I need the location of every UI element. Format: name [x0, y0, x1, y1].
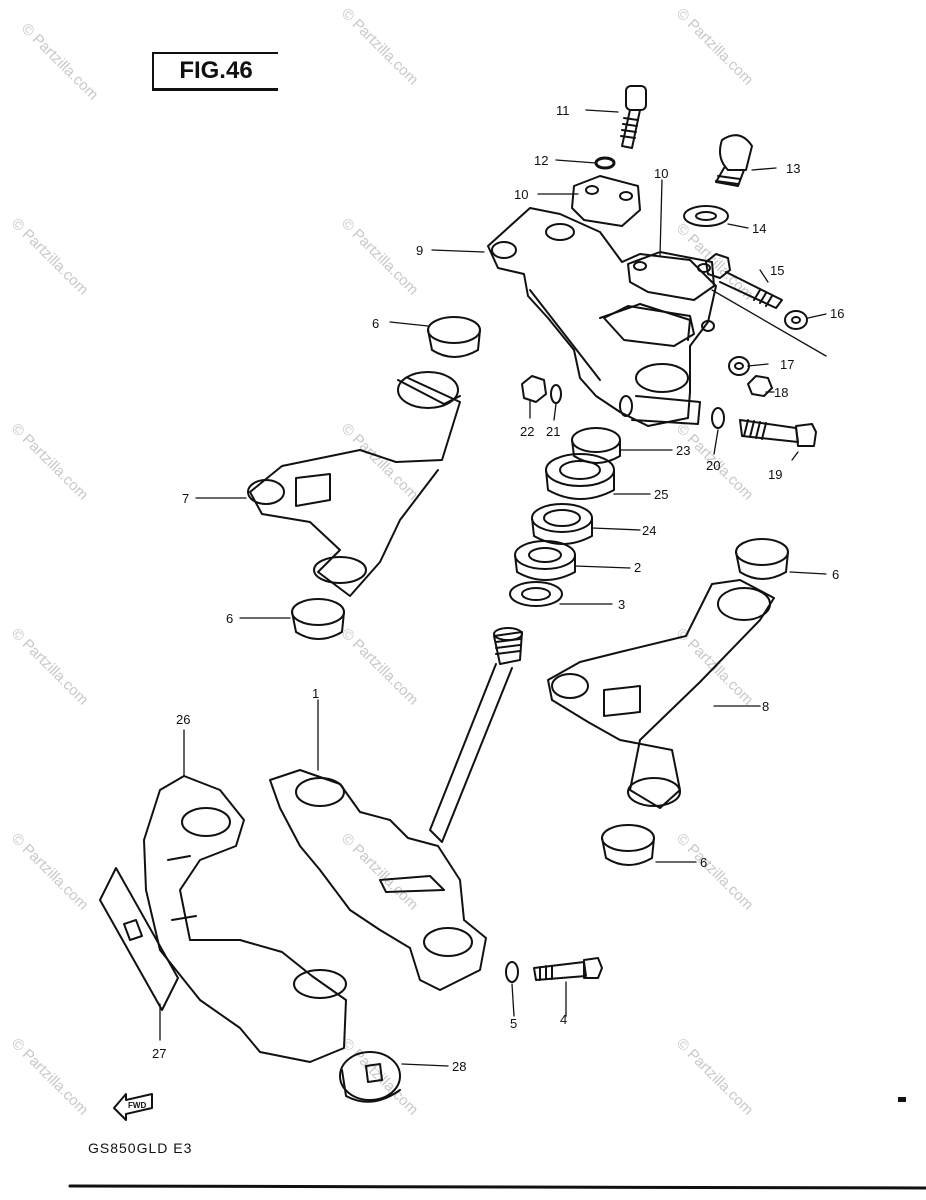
fwd-label: FWD: [128, 1101, 146, 1110]
part-20-washer: [711, 407, 725, 429]
callout-23: 23: [676, 443, 690, 458]
callout-6: 6: [700, 855, 707, 870]
part-4-bolt: [533, 957, 603, 981]
part-17-washer: [728, 356, 750, 376]
callout-6: 6: [226, 611, 233, 626]
part-22-nut: [521, 375, 547, 403]
callout-1: 1: [312, 686, 319, 701]
part-6-grommet: [735, 538, 789, 580]
callout-17: 17: [780, 357, 794, 372]
part-10-handlebar-holder: [571, 175, 641, 227]
callout-18: 18: [774, 385, 788, 400]
callout-6: 6: [832, 567, 839, 582]
callout-10: 10: [654, 166, 668, 181]
fwd-arrow-icon: [113, 1093, 153, 1121]
callout-24: 24: [642, 523, 656, 538]
part-10-handlebar-holder: [627, 251, 715, 301]
part-13-bolt: [715, 134, 753, 187]
margin-mark: [898, 1097, 906, 1102]
callout-2: 2: [634, 560, 641, 575]
callout-6: 6: [372, 316, 379, 331]
part-23-dust-seal: [571, 427, 621, 464]
callout-25: 25: [654, 487, 668, 502]
callout-16: 16: [830, 306, 844, 321]
holder-bore: [701, 320, 715, 332]
callout-14: 14: [752, 221, 766, 236]
callout-3: 3: [618, 597, 625, 612]
callout-22: 22: [520, 424, 534, 439]
callout-10: 10: [514, 187, 528, 202]
part-27-emblem: [99, 867, 179, 1011]
part-6-grommet: [601, 824, 655, 866]
callout-5: 5: [510, 1016, 517, 1031]
bottom-rule: [68, 1184, 926, 1190]
part-12-washer: [594, 156, 616, 170]
part-15-bolt: [705, 253, 783, 309]
part-19-bolt: [739, 419, 817, 447]
part-18-nut: [747, 375, 773, 397]
part-6-grommet: [427, 316, 481, 358]
part-28-cap: [339, 1051, 401, 1103]
callout-26: 26: [176, 712, 190, 727]
part-24-bearing: [531, 503, 593, 545]
part-9-lower-holder: [603, 305, 695, 347]
part-26-cover: [143, 775, 347, 1063]
part-25-bearing-race: [545, 453, 615, 500]
part-9-upper-bracket: [487, 207, 717, 427]
part-2-bearing-race: [514, 540, 576, 581]
callout-labels: 1 2 3 4 5 6 6 6 6 7 8 9 10 10 11 12 13 1…: [152, 103, 844, 1074]
part-21-washer: [550, 384, 562, 404]
callout-7: 7: [182, 491, 189, 506]
callout-27: 27: [152, 1046, 166, 1061]
callout-4: 4: [560, 1012, 567, 1027]
part-14-washer: [683, 205, 729, 227]
part-1-steering-stem: [269, 627, 523, 991]
leader-lines: [159, 109, 827, 1067]
callout-9: 9: [416, 243, 423, 258]
part-3-washer: [509, 581, 563, 607]
part-6-grommet: [291, 598, 345, 640]
part-11-bolt: [620, 85, 647, 149]
part-5-washer: [505, 961, 519, 983]
callout-21: 21: [546, 424, 560, 439]
callout-15: 15: [770, 263, 784, 278]
callout-19: 19: [768, 467, 782, 482]
callout-12: 12: [534, 153, 548, 168]
part-7-bracket: [247, 371, 461, 597]
callout-8: 8: [762, 699, 769, 714]
model-code: GS850GLD E3: [88, 1140, 193, 1156]
callout-13: 13: [786, 161, 800, 176]
callout-20: 20: [706, 458, 720, 473]
part-8-bracket: [547, 579, 775, 809]
part-16-washer: [784, 310, 808, 330]
figure-title: FIG.46: [152, 52, 278, 91]
callout-11: 11: [556, 103, 570, 118]
callout-28: 28: [452, 1059, 466, 1074]
